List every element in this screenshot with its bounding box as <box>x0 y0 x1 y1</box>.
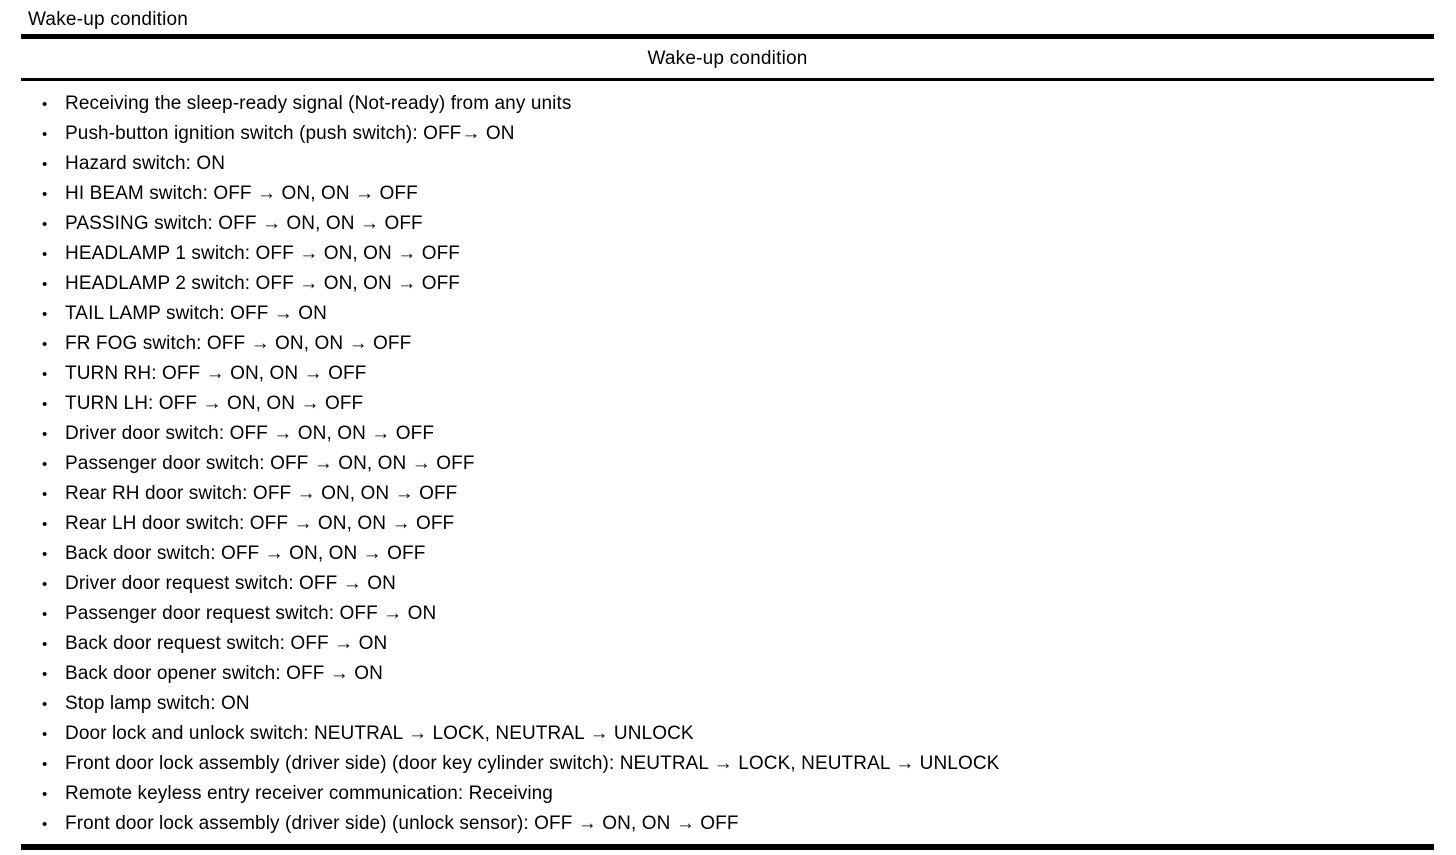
document-page: Wake-up condition Wake-up condition • Re… <box>0 9 1456 855</box>
bullet-icon: • <box>42 576 48 593</box>
condition-list-item: • Receiving the sleep-ready signal (Not-… <box>40 89 1424 119</box>
condition-text: Receiving the sleep-ready signal (Not-re… <box>65 93 572 114</box>
table-header: Wake-up condition <box>21 39 1434 81</box>
condition-list-item: • Passenger door switch: OFF → ON, ON → … <box>40 449 1424 479</box>
bullet-icon: • <box>42 666 48 683</box>
condition-list-item: • Driver door switch: OFF → ON, ON → OFF <box>40 419 1424 449</box>
condition-list-item: • Remote keyless entry receiver communic… <box>40 779 1424 809</box>
condition-list-item: • TURN LH: OFF → ON, ON → OFF <box>40 389 1424 419</box>
condition-list-item: • Hazard switch: ON <box>40 149 1424 179</box>
condition-list-item: • Front door lock assembly (driver side)… <box>40 749 1424 779</box>
condition-list-item: • HEADLAMP 1 switch: OFF → ON, ON → OFF <box>40 239 1424 269</box>
bullet-icon: • <box>42 546 48 563</box>
page-title: Wake-up condition <box>28 9 189 30</box>
condition-list-item: • HEADLAMP 2 switch: OFF → ON, ON → OFF <box>40 269 1424 299</box>
condition-text: Driver door switch: OFF → ON, ON → OFF <box>65 423 435 444</box>
condition-list-item: • Front door lock assembly (driver side)… <box>40 809 1424 839</box>
condition-text: Stop lamp switch: ON <box>65 693 250 714</box>
bullet-icon: • <box>42 336 48 353</box>
bullet-icon: • <box>42 366 48 383</box>
bullet-icon: • <box>42 786 48 803</box>
bullet-icon: • <box>42 186 48 203</box>
bullet-icon: • <box>42 156 48 173</box>
condition-list-item: • HI BEAM switch: OFF → ON, ON → OFF <box>40 179 1424 209</box>
condition-text: TURN RH: OFF → ON, ON → OFF <box>65 363 367 384</box>
condition-text: Rear RH door switch: OFF → ON, ON → OFF <box>65 483 458 504</box>
bullet-icon: • <box>42 276 48 293</box>
condition-list-item: • Rear LH door switch: OFF → ON, ON → OF… <box>40 509 1424 539</box>
bullet-icon: • <box>42 516 48 533</box>
condition-text: HI BEAM switch: OFF → ON, ON → OFF <box>65 183 418 204</box>
bullet-icon: • <box>42 636 48 653</box>
condition-text: Passenger door request switch: OFF → ON <box>65 603 437 624</box>
condition-list-item: • Door lock and unlock switch: NEUTRAL →… <box>40 719 1424 749</box>
bullet-icon: • <box>42 726 48 743</box>
bullet-icon: • <box>42 486 48 503</box>
condition-text: PASSING switch: OFF → ON, ON → OFF <box>65 213 423 234</box>
bullet-icon: • <box>42 306 48 323</box>
condition-text: Back door request switch: OFF → ON <box>65 633 388 654</box>
bullet-icon: • <box>42 456 48 473</box>
condition-text: Back door switch: OFF → ON, ON → OFF <box>65 543 426 564</box>
condition-list: • Receiving the sleep-ready signal (Not-… <box>21 81 1434 844</box>
condition-list-item: • PASSING switch: OFF → ON, ON → OFF <box>40 209 1424 239</box>
bullet-icon: • <box>42 426 48 443</box>
condition-list-item: • FR FOG switch: OFF → ON, ON → OFF <box>40 329 1424 359</box>
bullet-icon: • <box>42 756 48 773</box>
bullet-icon: • <box>42 126 48 143</box>
condition-text: TAIL LAMP switch: OFF → ON <box>65 303 327 324</box>
bullet-icon: • <box>42 246 48 263</box>
bullet-icon: • <box>42 696 48 713</box>
bullet-icon: • <box>42 396 48 413</box>
condition-text: Hazard switch: ON <box>65 153 226 174</box>
condition-text: Remote keyless entry receiver communicat… <box>65 783 553 804</box>
bullet-icon: • <box>42 216 48 233</box>
condition-text: FR FOG switch: OFF → ON, ON → OFF <box>65 333 412 354</box>
condition-list-item: • Driver door request switch: OFF → ON <box>40 569 1424 599</box>
condition-list-item: • TAIL LAMP switch: OFF → ON <box>40 299 1424 329</box>
bullet-icon: • <box>42 606 48 623</box>
bullet-icon: • <box>42 816 48 833</box>
condition-text: HEADLAMP 1 switch: OFF → ON, ON → OFF <box>65 243 461 264</box>
condition-text: Passenger door switch: OFF → ON, ON → OF… <box>65 453 475 474</box>
condition-text: Front door lock assembly (driver side) (… <box>65 813 739 834</box>
wake-up-condition-table: Wake-up condition • Receiving the sleep-… <box>21 34 1434 850</box>
bullet-icon: • <box>42 96 48 113</box>
condition-text: Rear LH door switch: OFF → ON, ON → OFF <box>65 513 455 534</box>
condition-text: HEADLAMP 2 switch: OFF → ON, ON → OFF <box>65 273 461 294</box>
condition-list-item: • Back door switch: OFF → ON, ON → OFF <box>40 539 1424 569</box>
condition-text: Door lock and unlock switch: NEUTRAL → L… <box>65 723 694 744</box>
condition-text: Driver door request switch: OFF → ON <box>65 573 396 594</box>
condition-list-item: • TURN RH: OFF → ON, ON → OFF <box>40 359 1424 389</box>
condition-list-item: • Push-button ignition switch (push swit… <box>40 119 1424 149</box>
condition-text: TURN LH: OFF → ON, ON → OFF <box>65 393 364 414</box>
condition-list-item: • Back door opener switch: OFF → ON <box>40 659 1424 689</box>
condition-text: Back door opener switch: OFF → ON <box>65 663 383 684</box>
condition-list-item: • Passenger door request switch: OFF → O… <box>40 599 1424 629</box>
condition-text: Front door lock assembly (driver side) (… <box>65 753 1000 774</box>
condition-list-item: • Rear RH door switch: OFF → ON, ON → OF… <box>40 479 1424 509</box>
condition-list-item: • Back door request switch: OFF → ON <box>40 629 1424 659</box>
condition-list-item: • Stop lamp switch: ON <box>40 689 1424 719</box>
condition-text: Push-button ignition switch (push switch… <box>65 123 515 144</box>
